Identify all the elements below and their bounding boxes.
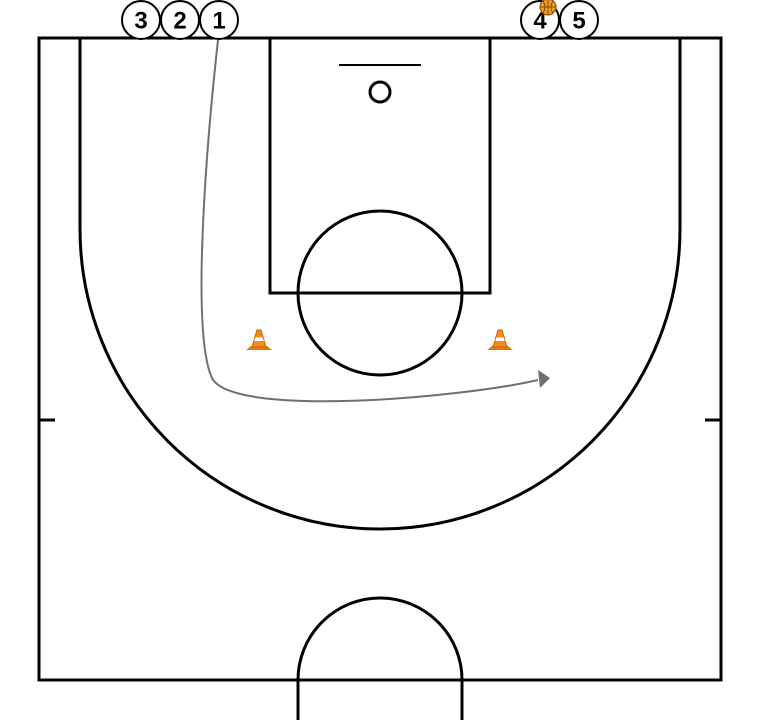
player-5[interactable]: 5 <box>559 0 599 40</box>
basketball-icon <box>539 0 557 16</box>
three-point-line <box>78 38 682 531</box>
cone-icon <box>487 329 513 350</box>
player-3[interactable]: 3 <box>121 0 161 40</box>
player-label: 3 <box>134 8 147 35</box>
player-label: 5 <box>572 8 585 35</box>
center-circle <box>296 596 464 720</box>
court-boundary <box>37 36 723 682</box>
player-label: 1 <box>212 8 225 35</box>
player-1[interactable]: 1 <box>199 0 239 40</box>
free-throw-circle <box>296 209 464 377</box>
free-throw-lane <box>268 36 492 295</box>
hoop <box>368 80 392 104</box>
arrowhead <box>538 370 550 388</box>
player-label: 2 <box>173 8 186 35</box>
cone-icon <box>246 329 272 350</box>
player-2[interactable]: 2 <box>160 0 200 40</box>
player-1-cut-path <box>200 39 539 403</box>
